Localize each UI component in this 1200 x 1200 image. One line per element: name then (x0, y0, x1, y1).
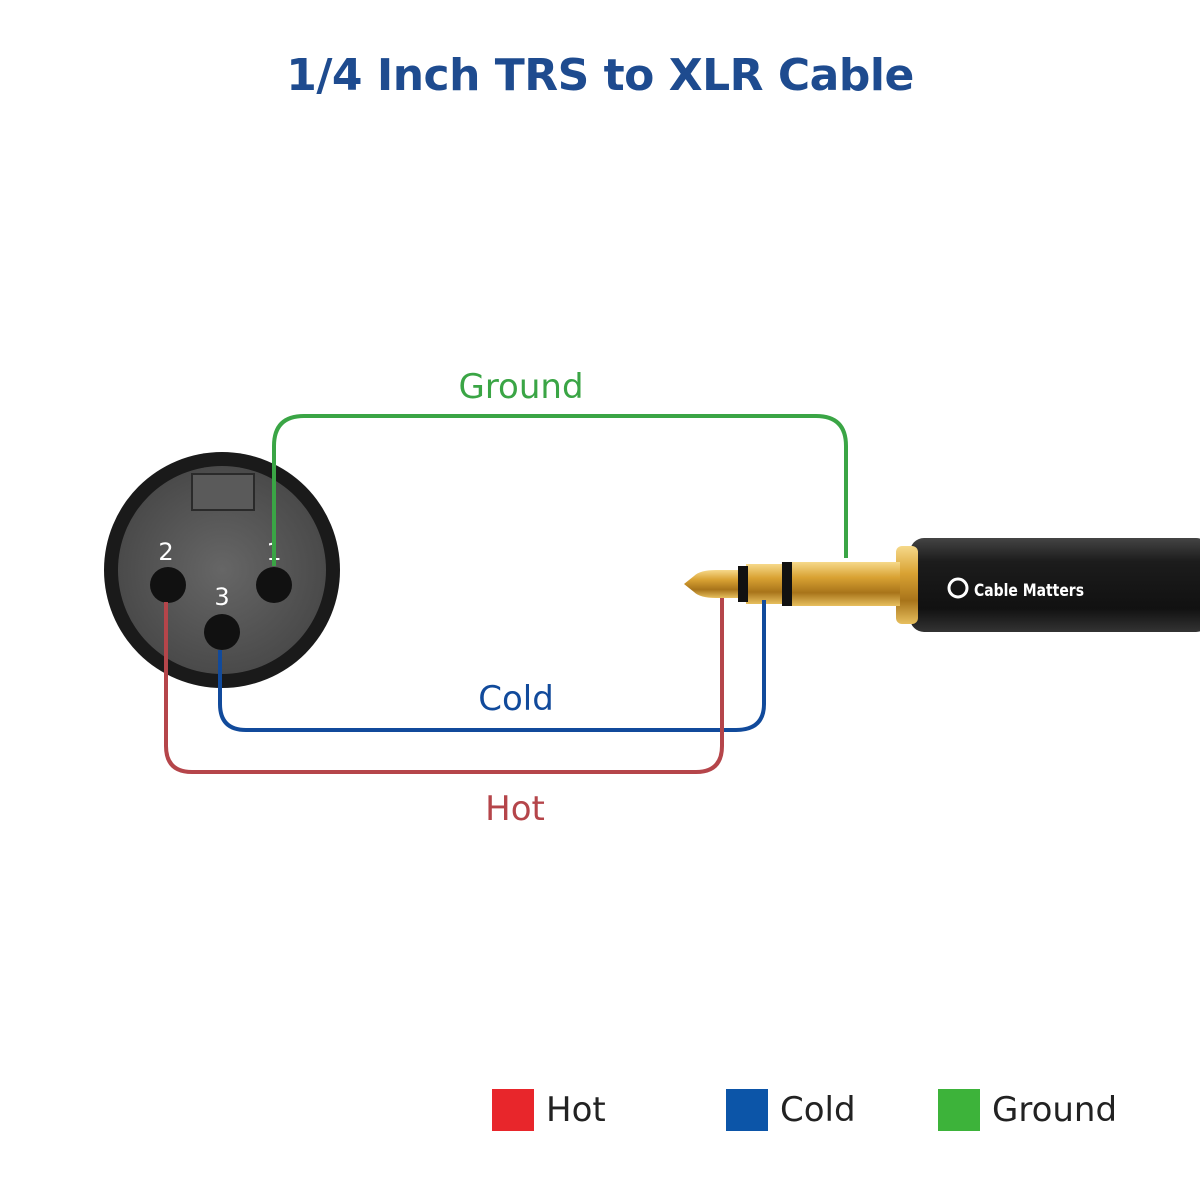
plug-tip (684, 570, 738, 598)
brand-logo-icon (947, 577, 969, 599)
xlr-key-notch (191, 473, 255, 511)
plug-collar (896, 546, 918, 624)
xlr-pin-3-label: 3 (214, 583, 229, 611)
cold-wire-label: Cold (478, 679, 554, 719)
legend-ground: Ground (938, 1088, 1117, 1132)
plug-ring (746, 564, 782, 604)
plug-brand-text: Cable Matters (974, 581, 1084, 601)
hot-wire (164, 598, 724, 774)
xlr-pin-2-label: 2 (158, 538, 173, 566)
plug-insulator-ring-2 (738, 566, 748, 602)
ground-wire-label: Ground (458, 367, 583, 407)
trs-plug: Cable Matters (684, 538, 1200, 632)
xlr-pin-2-hole (150, 567, 186, 603)
legend-cold: Cold (726, 1088, 856, 1132)
plug-sleeve (790, 562, 900, 606)
cold-swatch-icon (726, 1089, 768, 1131)
plug-insulator-ring-1 (782, 562, 792, 606)
ground-wire (272, 414, 848, 566)
xlr-pin-1-hole (256, 567, 292, 603)
ground-swatch-icon (938, 1089, 980, 1131)
legend: Hot (492, 1088, 606, 1132)
cold-wire (218, 600, 766, 732)
plug-body (910, 538, 1200, 632)
xlr-pin-3-hole (204, 614, 240, 650)
page-title: 1/4 Inch TRS to XLR Cable (286, 50, 914, 101)
hot-swatch-icon (492, 1089, 534, 1131)
legend-ground-label: Ground (992, 1090, 1118, 1130)
legend-hot-label: Hot (546, 1090, 606, 1130)
hot-wire-label: Hot (485, 789, 545, 829)
legend-cold-label: Cold (780, 1090, 856, 1130)
